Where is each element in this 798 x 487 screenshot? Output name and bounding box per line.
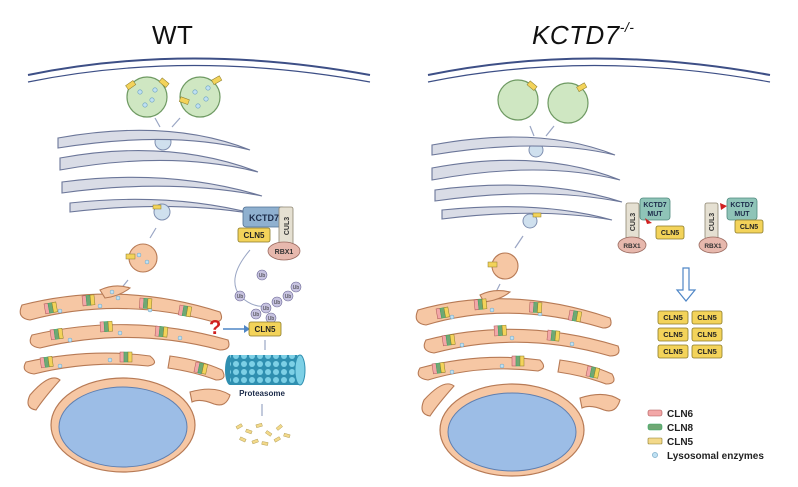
ko-arrow-to-lysosome-right bbox=[545, 125, 555, 137]
ub-label: Ub bbox=[268, 316, 275, 322]
ko-rbx1-shape-left bbox=[617, 236, 647, 254]
ko-cul3-label-right: CUL3 bbox=[709, 213, 716, 231]
wt-lysosome-right bbox=[178, 75, 223, 118]
wt-golgi-apparatus bbox=[57, 129, 263, 215]
wt-cln5-bound-box bbox=[237, 227, 271, 243]
ub-label: Ub bbox=[263, 306, 270, 312]
wt-vesicle-enzyme bbox=[136, 252, 142, 258]
wt-lysosome-left bbox=[125, 76, 170, 118]
ko-accumulation-arrow bbox=[675, 267, 697, 302]
ko-cln5-box-right bbox=[734, 219, 764, 234]
wt-cln5-bound-label: CLN5 bbox=[244, 231, 265, 240]
ko-accumulated-cln5: CLN5 CLN5 CLN5 CLN5 CLN5 CLN5 bbox=[657, 310, 723, 359]
wt-arrow-to-lysosome-left bbox=[154, 117, 161, 128]
ko-kctd7-mut-label-right-1: KCTD7 bbox=[730, 202, 753, 209]
ko-cln5-label-right: CLN5 bbox=[740, 224, 758, 231]
knockout-superscript: -/- bbox=[619, 19, 635, 36]
ko-nucleus bbox=[439, 383, 585, 477]
proteasome-label: Proteasome bbox=[239, 389, 285, 398]
wt-endoplasmic-reticulum bbox=[19, 285, 231, 411]
legend-label-cln5: CLN5 bbox=[667, 437, 694, 448]
unknown-mechanism-question-mark: ? bbox=[209, 317, 221, 339]
ko-cln5-accumulated-label: CLN5 bbox=[663, 330, 683, 339]
ko-mutant-complex-right: CUL3 KCTD7 MUT CLN5 RBX1 bbox=[698, 197, 764, 254]
wt-arrow-er-to-golgi bbox=[149, 227, 157, 239]
ko-lysosome-right bbox=[547, 82, 589, 124]
ko-cln5-accumulated-label: CLN5 bbox=[697, 347, 717, 356]
wt-golgi-vesicle-mid-cln5 bbox=[152, 204, 162, 210]
wt-arrow-er-to-cln5-head bbox=[244, 325, 250, 333]
wt-panel: ? KCTD7 CUL3 CLN5 RBX1 Ub Ub bbox=[19, 57, 371, 473]
legend-label-enzymes: Lysosomal enzymes bbox=[667, 451, 764, 462]
legend-swatch-cln8 bbox=[647, 423, 663, 431]
ko-golgi-vesicle-mid-cln5 bbox=[532, 212, 542, 218]
wt-transport-vesicle-cln5 bbox=[125, 253, 136, 260]
ko-plasma-membrane-inner bbox=[427, 64, 771, 83]
wt-cln5-free-box bbox=[248, 321, 282, 337]
wt-cul3-label: CUL3 bbox=[284, 217, 291, 235]
ko-er-membrane-complexes bbox=[431, 298, 601, 379]
legend-swatch-enzymes bbox=[652, 452, 658, 458]
ko-rbx1-label-left: RBX1 bbox=[623, 243, 641, 250]
ko-mutation-mark-left bbox=[645, 218, 652, 224]
ko-kctd7-mut-box-left bbox=[639, 197, 671, 221]
ko-golgi-apparatus bbox=[431, 136, 623, 221]
wt-ubiquitin-chain: Ub Ub Ub Ub Ub Ub Ub Ub bbox=[234, 269, 302, 324]
ub-label: Ub bbox=[237, 294, 244, 300]
ub-label: Ub bbox=[285, 294, 292, 300]
ko-rbx1-shape-right bbox=[698, 236, 728, 254]
ko-rbx1-label-right: RBX1 bbox=[704, 243, 722, 250]
knockout-panel: CUL3 KCTD7 MUT CLN5 RBX1 CUL3 KCTD7 MUT … bbox=[415, 57, 771, 477]
wt-er-enzymes bbox=[57, 289, 203, 375]
wt-arrow-to-lysosome-right bbox=[171, 117, 181, 128]
ub-label: Ub bbox=[259, 273, 266, 279]
ko-mutation-mark-right bbox=[720, 203, 727, 210]
wt-nucleus bbox=[50, 377, 196, 473]
ub-label: Ub bbox=[253, 312, 260, 318]
wt-rbx1-label: RBX1 bbox=[275, 249, 294, 256]
ko-transport-vesicle-cln5 bbox=[487, 261, 498, 268]
ub-label: Ub bbox=[293, 285, 300, 291]
ko-cln5-accumulated-label: CLN5 bbox=[663, 347, 683, 356]
wt-er-membrane-complexes bbox=[39, 294, 209, 375]
legend-label-cln8: CLN8 bbox=[667, 423, 694, 434]
ko-cln5-label-left: CLN5 bbox=[661, 230, 679, 237]
wt-cln5-free-label: CLN5 bbox=[255, 325, 276, 334]
ko-cln5-accumulated-label: CLN5 bbox=[663, 313, 683, 322]
legend-label-cln6: CLN6 bbox=[667, 409, 694, 420]
ko-cln5-box-left bbox=[655, 225, 685, 240]
ko-kctd7-mut-label-right-2: MUT bbox=[734, 211, 750, 218]
ko-cln5-accumulated-label: CLN5 bbox=[697, 313, 717, 322]
ko-plasma-membrane bbox=[427, 57, 771, 76]
kctd7-knockout-title-text: KCTD7 bbox=[532, 20, 620, 50]
ko-cln5-accumulated-label: CLN5 bbox=[697, 330, 717, 339]
ko-cul3-label-left: CUL3 bbox=[630, 213, 637, 231]
wt-panel-title: WT bbox=[152, 20, 194, 50]
ub-label: Ub bbox=[274, 300, 281, 306]
ko-arrow-to-lysosome-left bbox=[529, 125, 535, 137]
wt-plasma-membrane bbox=[27, 57, 371, 76]
legend: CLN6 CLN8 CLN5 Lysosomal enzymes bbox=[647, 409, 764, 462]
legend-swatch-cln6 bbox=[647, 409, 663, 417]
wt-plasma-membrane-inner bbox=[27, 64, 371, 83]
ko-lysosome-left bbox=[497, 79, 539, 121]
ko-arrow-er-to-golgi bbox=[514, 235, 524, 249]
ko-golgi-vesicle-mid bbox=[522, 213, 538, 229]
ko-kctd7-mut-label-left-1: KCTD7 bbox=[643, 202, 666, 209]
proteasome bbox=[225, 354, 306, 386]
wt-e3-ligase-complex: KCTD7 CUL3 CLN5 RBX1 bbox=[237, 206, 301, 261]
wt-rbx1-shape bbox=[267, 241, 301, 261]
wt-kctd7-label: KCTD7 bbox=[249, 213, 279, 223]
ko-mutant-complex-left: CUL3 KCTD7 MUT CLN5 RBX1 bbox=[617, 197, 685, 254]
degraded-peptide-fragments bbox=[235, 423, 291, 446]
ko-kctd7-mut-label-left-2: MUT bbox=[647, 211, 663, 218]
wt-vesicle-enzyme bbox=[144, 259, 150, 265]
kctd7-knockout-panel-title: KCTD7-/- bbox=[532, 19, 635, 51]
legend-swatch-cln5 bbox=[647, 437, 663, 445]
